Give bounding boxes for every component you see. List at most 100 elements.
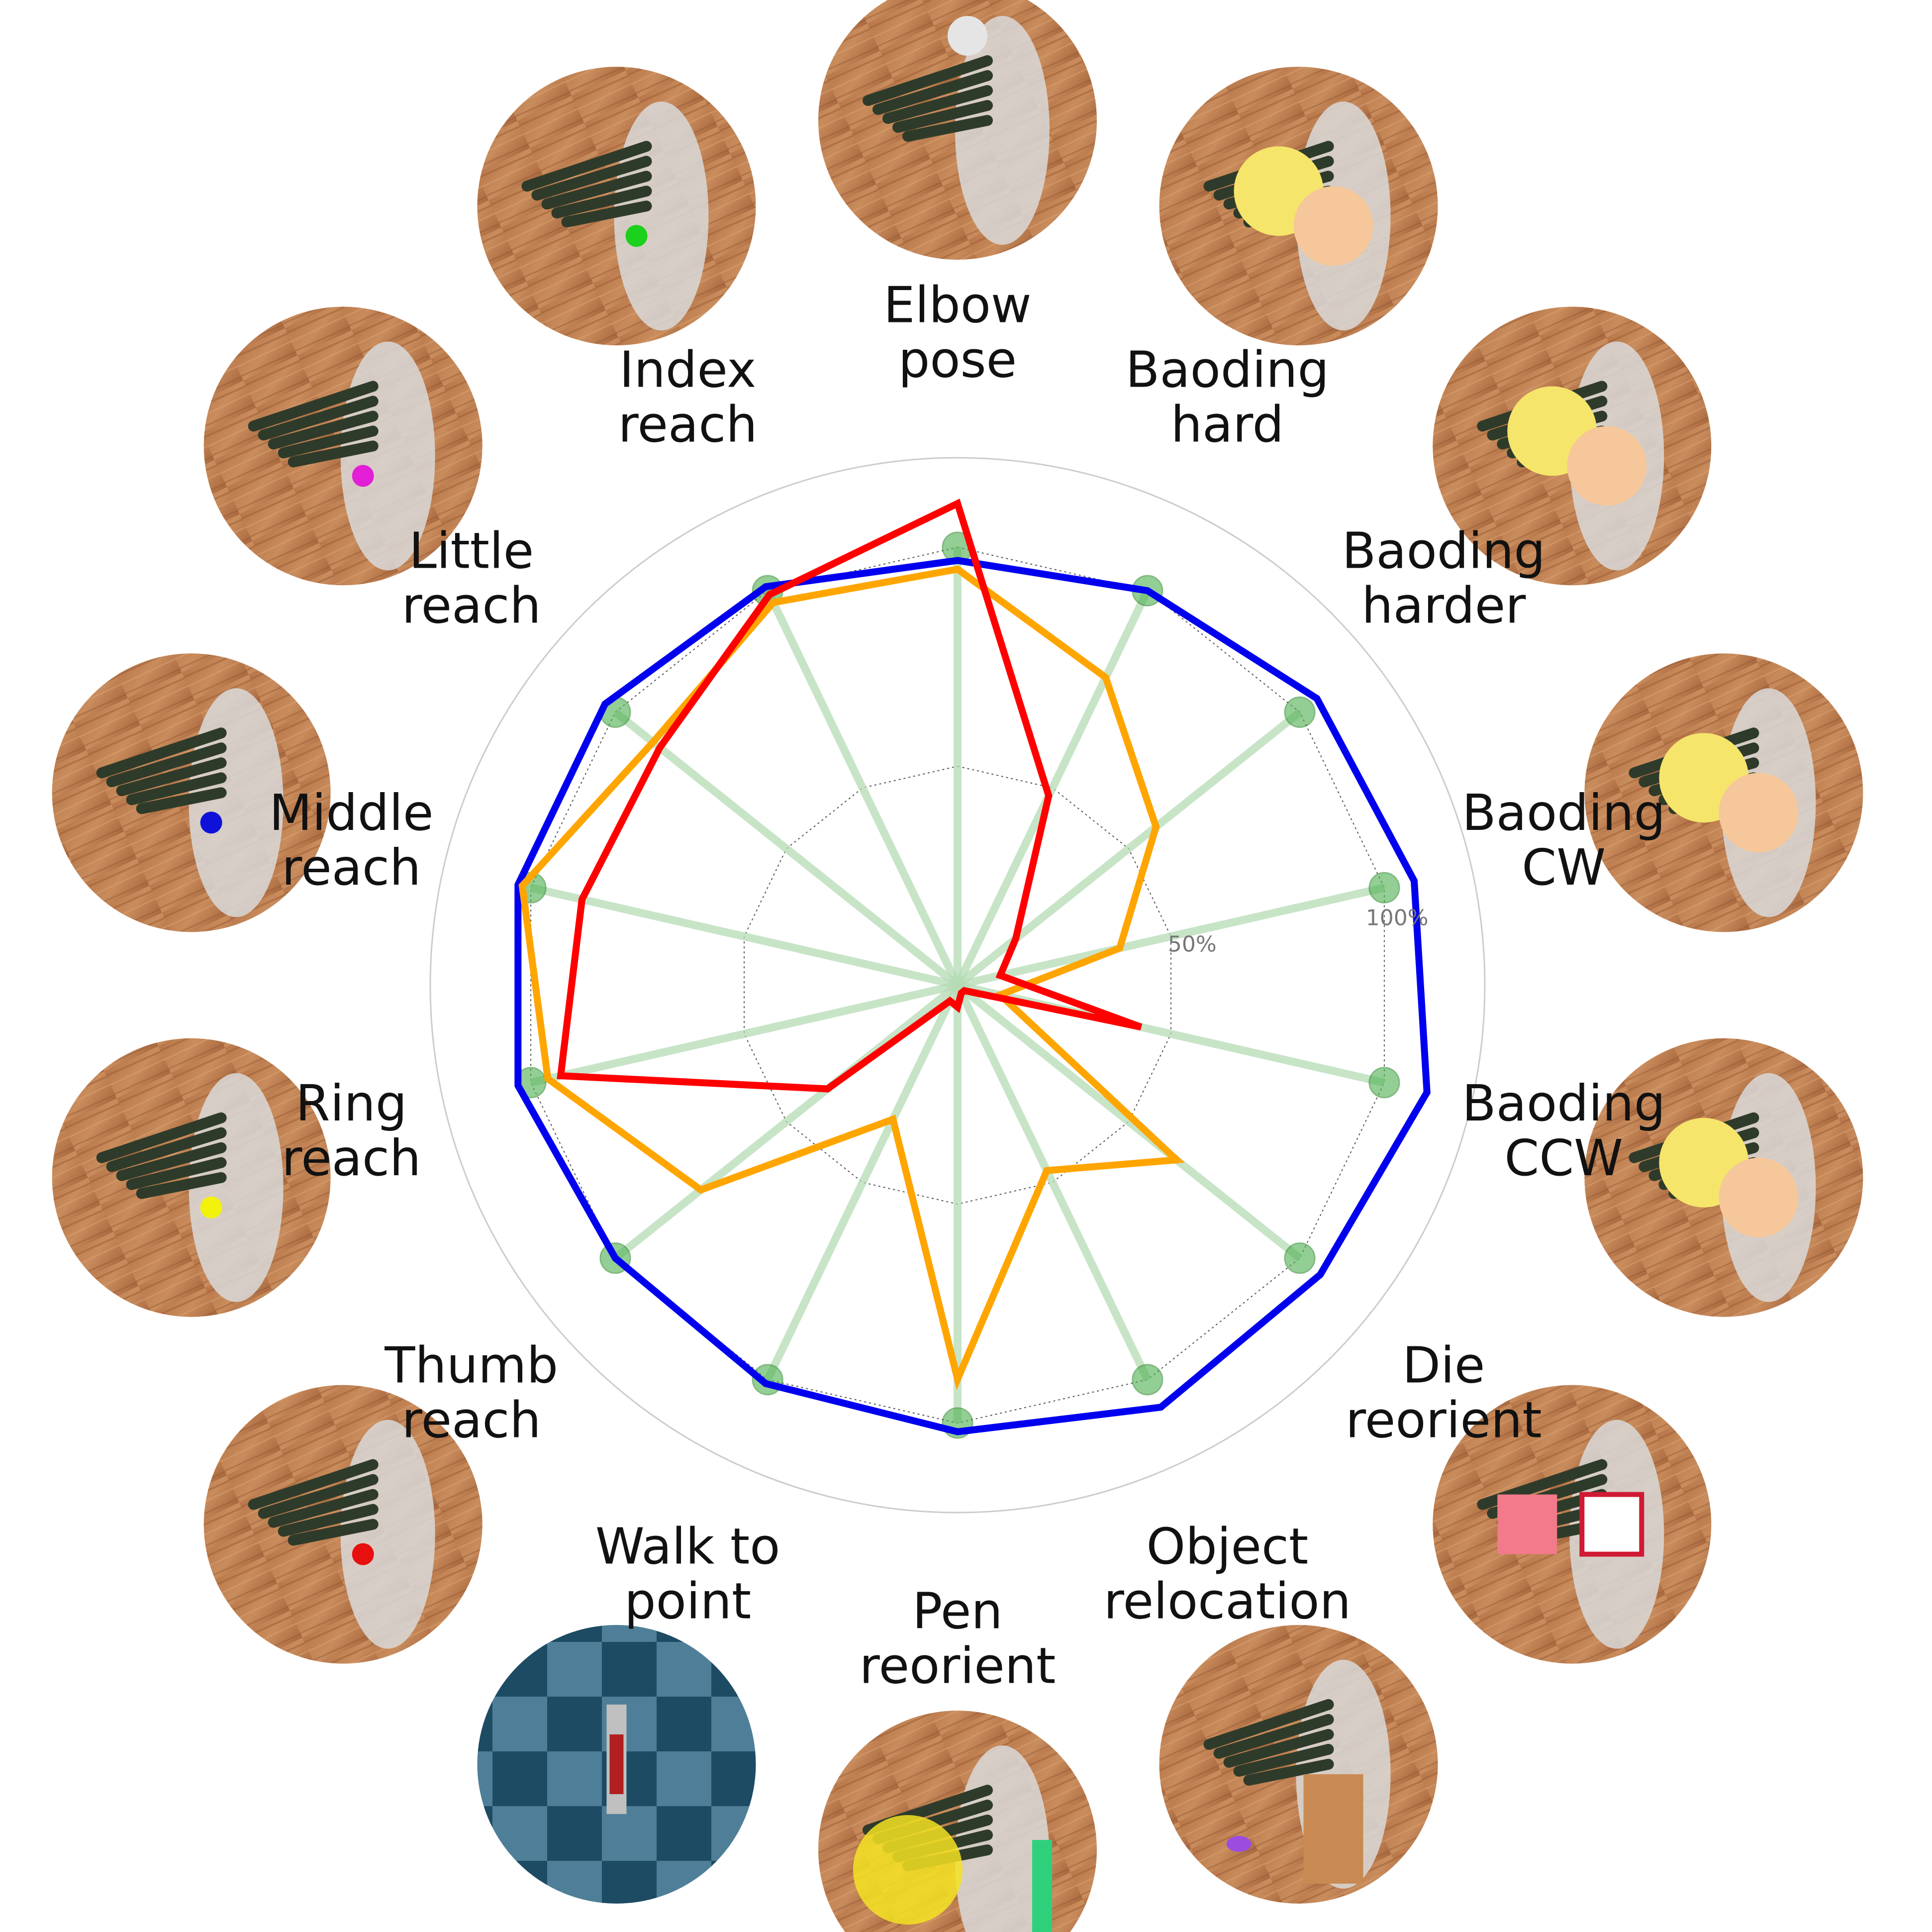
muscle-tendon bbox=[126, 1157, 227, 1190]
skull-icon bbox=[948, 16, 987, 56]
thumbnail-thumb-reach: Thumb reach bbox=[203, 1385, 483, 1664]
muscle-tendon bbox=[872, 70, 993, 115]
muscle-tendon bbox=[1223, 1729, 1334, 1768]
muscle-tendon bbox=[136, 1172, 227, 1199]
thumbnail-object-relocation: Object relocation bbox=[1159, 1625, 1438, 1904]
reference-point bbox=[1132, 1364, 1163, 1396]
muscle-tendon bbox=[116, 757, 227, 797]
category-label-line: CW bbox=[1522, 838, 1606, 897]
reach-target-icon bbox=[625, 225, 648, 247]
category-label-line: reach bbox=[282, 838, 421, 897]
reference-spoke bbox=[530, 981, 959, 1087]
muscle-tendon bbox=[882, 85, 993, 124]
thumbnail-elbow-pose: Elbow pose bbox=[818, 0, 1097, 260]
category-label-line: reorient bbox=[1346, 1391, 1542, 1449]
thumbnail-caption: Baoding CCW bbox=[1724, 1177, 1727, 1178]
thumbnail-caption: Elbow pose bbox=[958, 120, 961, 121]
muscle-tendon bbox=[561, 201, 652, 228]
thumbnail-index-reach: Index reach bbox=[477, 67, 756, 346]
thumbnail-walk-to-point: Walk to point bbox=[477, 1625, 756, 1904]
reference-point bbox=[1284, 1242, 1316, 1274]
reference-spoke bbox=[954, 983, 1152, 1382]
thumbnail-caption: Baoding CW bbox=[1724, 792, 1727, 793]
skeleton-silhouette bbox=[340, 1420, 435, 1649]
muscle-tendon bbox=[96, 727, 227, 779]
thumbnail-baoding-hard: Baoding hard bbox=[1159, 67, 1438, 346]
muscle-tendon bbox=[96, 1112, 227, 1163]
reach-target-icon bbox=[352, 1543, 374, 1565]
pen-target-icon bbox=[853, 1815, 963, 1925]
muscle-tendon bbox=[551, 186, 652, 219]
muscle-tendon bbox=[278, 1504, 379, 1537]
muscle-tendon bbox=[541, 171, 652, 210]
category-label-line: Object bbox=[1147, 1518, 1309, 1576]
thumbnail-little-reach: Little reach bbox=[203, 306, 483, 586]
category-label-line: pose bbox=[898, 331, 1017, 389]
category-label-line: Ring bbox=[295, 1074, 407, 1132]
muscle-tendon bbox=[902, 115, 993, 142]
muscle-tendon bbox=[288, 440, 379, 468]
die-target-icon bbox=[1497, 1494, 1557, 1554]
thumbnail-disc bbox=[818, 1711, 1097, 1932]
series-line-2 bbox=[557, 499, 1143, 1093]
box-icon bbox=[1303, 1774, 1363, 1884]
reference-point bbox=[1368, 872, 1400, 904]
muscle-tendon bbox=[106, 1127, 227, 1172]
muscle-tendon bbox=[268, 1489, 379, 1528]
muscle-tendon bbox=[248, 1459, 379, 1510]
die-icon bbox=[1579, 1492, 1644, 1557]
thumbnail-pen-reorient: Pen reorient bbox=[818, 1711, 1097, 1932]
muscle-tendon bbox=[258, 396, 379, 441]
category-label-line: Walk to bbox=[595, 1518, 780, 1576]
category-label-line: Baoding bbox=[1462, 784, 1665, 842]
muscle-tendon bbox=[248, 381, 379, 432]
category-label-line: Little bbox=[409, 522, 534, 580]
muscle-tendon bbox=[106, 742, 227, 788]
series-line-1 bbox=[518, 565, 1185, 1390]
category-label-line: reorient bbox=[860, 1637, 1056, 1695]
category-label-line: Die bbox=[1402, 1336, 1485, 1394]
muscle-tendon bbox=[258, 1474, 379, 1519]
category-label-line: Baoding bbox=[1342, 522, 1546, 580]
category-label-line: reach bbox=[402, 577, 541, 635]
muscle-tendon bbox=[892, 100, 993, 133]
radial-tick-label: 100% bbox=[1366, 906, 1429, 931]
radial-tick-labels: 50%100% bbox=[1168, 906, 1429, 957]
category-label-line: Baoding bbox=[1462, 1074, 1665, 1132]
skeleton-silhouette bbox=[614, 102, 709, 331]
reach-target-icon bbox=[200, 1196, 222, 1219]
reference-spoke bbox=[955, 982, 1302, 1261]
muscle-tendon bbox=[116, 1142, 227, 1181]
category-label-line: Thumb bbox=[384, 1336, 558, 1394]
thumbnail-middle-reach: Middle reach bbox=[52, 653, 331, 932]
category-label-line: reach bbox=[282, 1129, 421, 1187]
reach-target-icon bbox=[200, 812, 222, 834]
thumbnail-baoding-cw: Baoding CW bbox=[1584, 653, 1863, 932]
reference-spoke bbox=[530, 884, 959, 989]
thumbnail-baoding-harder: Baoding harder bbox=[1433, 306, 1712, 586]
ball-icon bbox=[1567, 426, 1647, 506]
series-lines bbox=[514, 499, 1431, 1435]
category-label-line: Elbow bbox=[883, 276, 1031, 334]
reference-spokes bbox=[515, 531, 1400, 1439]
category-label-line: hard bbox=[1171, 395, 1284, 453]
muscle-tendon bbox=[268, 410, 379, 450]
category-label-line: CCW bbox=[1504, 1129, 1623, 1187]
category-label-line: Index bbox=[619, 340, 756, 399]
muscle-tendon bbox=[1213, 1714, 1334, 1759]
ball-icon bbox=[1293, 186, 1373, 266]
reference-spoke bbox=[764, 589, 962, 987]
outer-frame-circle bbox=[429, 457, 1486, 1514]
category-label-line: reach bbox=[618, 395, 758, 453]
reference-spoke bbox=[764, 983, 962, 1382]
